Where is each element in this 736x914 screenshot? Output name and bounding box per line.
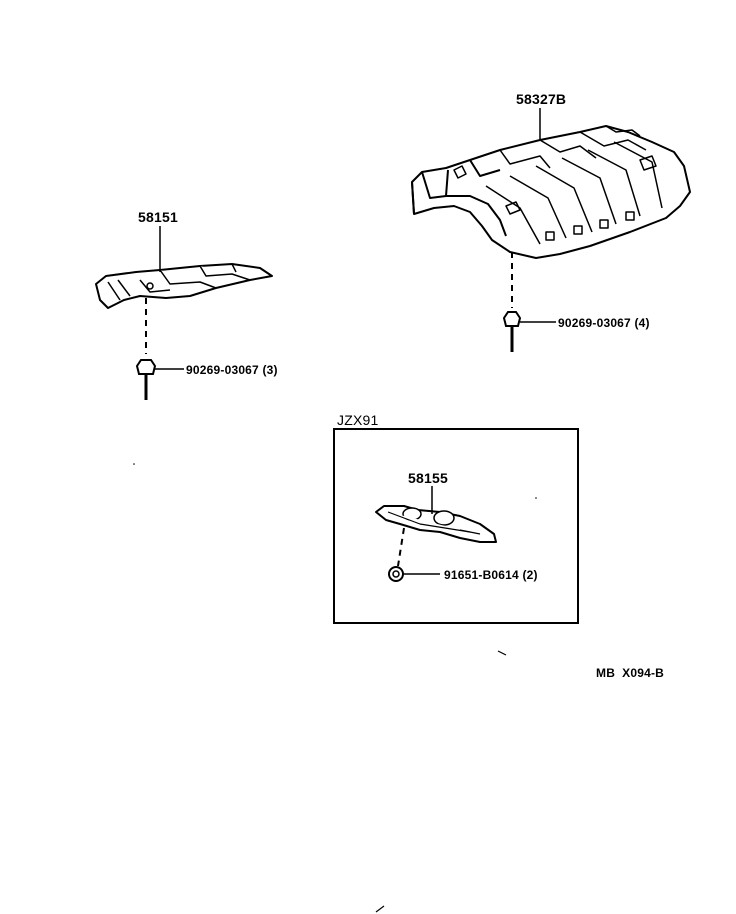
speck	[133, 463, 135, 465]
nut-icon	[388, 566, 404, 582]
fastener-label-right: 90269-03067 (4)	[558, 316, 650, 330]
bolt-left-icon	[135, 359, 157, 400]
part-label-58151: 58151	[138, 209, 178, 225]
diagram-code: MB X094-B	[596, 666, 665, 680]
inset-box	[333, 428, 579, 624]
heat-insulator-58151	[95, 263, 273, 309]
dashed-line-inset	[397, 527, 405, 567]
fastener-label-nut: 91651-B0614 (2)	[444, 568, 538, 582]
speck	[375, 905, 385, 913]
heat-insulator-58327b	[411, 125, 691, 259]
speck	[535, 497, 537, 499]
fastener-label-left: 90269-03067 (3)	[186, 363, 278, 377]
inset-label: JZX91	[337, 412, 379, 428]
part-label-58327b: 58327B	[516, 91, 567, 107]
part-label-58155: 58155	[408, 470, 448, 486]
bolt-right-icon	[502, 311, 522, 352]
heat-insulator-58155	[375, 505, 497, 543]
speck	[497, 650, 507, 656]
